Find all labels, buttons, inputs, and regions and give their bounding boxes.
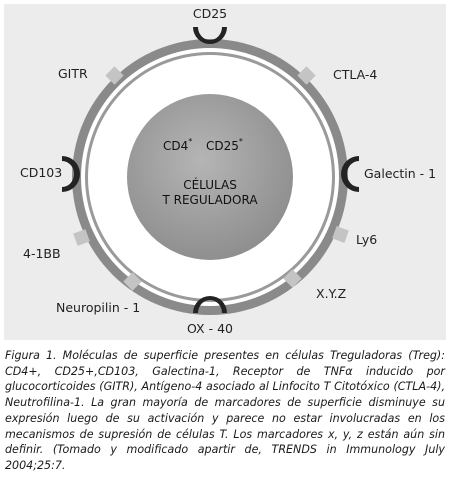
label-ctla4: CTLA-4: [333, 67, 377, 82]
core-marker-cd25: CD25*: [206, 137, 243, 153]
treg-cell-diagram: CD4* CD25* CÉLULAS T REGULADORA CD25 GIT…: [20, 6, 436, 336]
core-title-line2: T REGULADORA: [161, 193, 258, 207]
label-xyz: X.Y.Z: [316, 286, 346, 301]
ox40-receptor: [193, 296, 227, 313]
label-gitr: GITR: [58, 66, 88, 81]
ctla4-receptor: [297, 66, 316, 85]
label-cd103: CD103: [20, 165, 62, 180]
xyz-receptor: [283, 269, 302, 288]
neuropilin-receptor: [123, 272, 142, 291]
gitr-receptor: [105, 66, 124, 85]
ly6-receptor: [332, 226, 349, 243]
label-4-1bb: 4-1BB: [23, 246, 61, 261]
label-ly6: Ly6: [356, 232, 377, 247]
label-neuropilin: Neuropilin - 1: [56, 300, 140, 315]
figure-caption: Figura 1. Moléculas de superficie presen…: [5, 348, 445, 474]
label-galectin: Galectin - 1: [364, 166, 436, 181]
galectin-receptor: [341, 156, 359, 192]
caption-text: . Moléculas de superficie presentes en c…: [5, 349, 445, 472]
cd25-receptor: [193, 27, 227, 44]
cell-core: [127, 94, 293, 260]
core-marker-cd4: CD4*: [163, 137, 192, 153]
label-ox40: OX - 40: [187, 321, 233, 336]
bb41-receptor: [73, 229, 90, 246]
caption-label: Figura 1: [5, 349, 54, 362]
cd103-receptor: [62, 156, 80, 192]
label-cd25: CD25: [193, 6, 227, 21]
core-title-line1: CÉLULAS: [183, 177, 237, 192]
